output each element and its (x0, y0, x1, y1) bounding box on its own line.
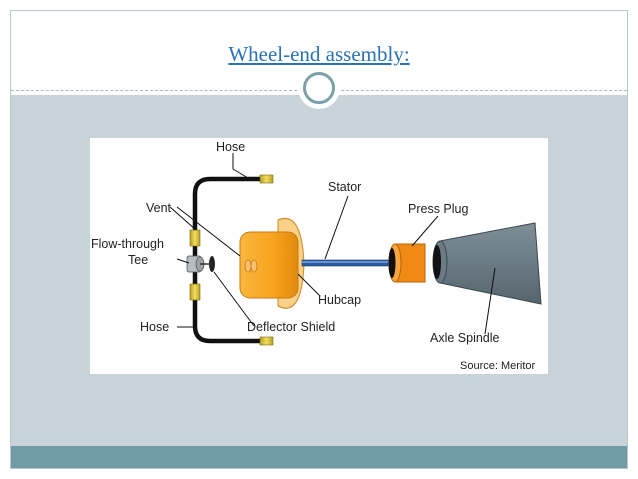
header-divider-left (11, 90, 297, 91)
label-flow-through: Flow-through (91, 237, 164, 251)
label-tee: Tee (128, 253, 148, 267)
slide-title: Wheel-end assembly: (228, 42, 410, 66)
leader-lines (169, 153, 496, 335)
label-axle-spindle: Axle Spindle (430, 331, 500, 345)
divider-ring-icon (303, 72, 335, 104)
label-hubcap: Hubcap (318, 293, 361, 307)
diagram-svg: Hose Vent Flow-through Tee Hose Deflecto… (91, 140, 542, 372)
wheel-end-diagram: Hose Vent Flow-through Tee Hose Deflecto… (90, 138, 548, 374)
label-stator: Stator (328, 180, 361, 194)
hose-bottom-fitting (259, 336, 274, 346)
label-press-plug: Press Plug (408, 202, 468, 216)
hose-top-fitting (259, 174, 274, 184)
lower-coupling (189, 283, 201, 301)
header-divider-right (341, 90, 627, 91)
axle-spindle (439, 222, 542, 305)
label-hose-top: Hose (216, 140, 245, 154)
hubcap-body (239, 231, 299, 299)
source-credit: Source: Meritor (460, 360, 536, 372)
label-vent: Vent (146, 201, 172, 215)
label-deflector-shield: Deflector Shield (247, 320, 335, 334)
label-hose-bottom: Hose (140, 320, 169, 334)
slide: Wheel-end assembly: (10, 10, 628, 469)
vent-coupling (189, 229, 201, 247)
footer-bar (11, 446, 627, 468)
